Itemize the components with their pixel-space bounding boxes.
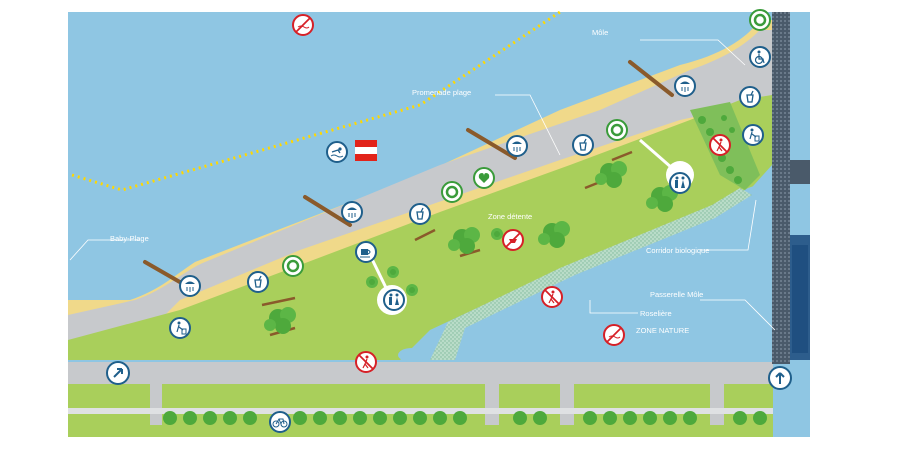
drinking-water-icon xyxy=(572,134,594,156)
lifebuoy-icon xyxy=(282,255,304,277)
groynes xyxy=(143,60,674,287)
shower-icon xyxy=(341,201,363,223)
road xyxy=(68,408,773,414)
shower-icon xyxy=(179,275,201,297)
mole-basin-inner xyxy=(792,245,808,353)
wc-icon xyxy=(383,289,405,311)
entrance-arrow-icon xyxy=(106,361,130,385)
entrance-arrow-icon xyxy=(768,366,792,390)
bicycle-icon xyxy=(269,411,291,433)
label-roseliere: Roselière xyxy=(640,309,672,318)
first-aid-icon xyxy=(473,167,495,189)
lifebuoy-icon xyxy=(441,181,463,203)
lifebuoy-icon xyxy=(606,119,628,141)
lifebuoy-icon xyxy=(749,9,771,31)
no-barbecue-icon xyxy=(502,229,524,251)
drinking-water-icon xyxy=(247,271,269,293)
accessible-wc-icon xyxy=(749,46,771,68)
no-entry-icon xyxy=(541,286,563,308)
mole-pier-walk xyxy=(790,160,810,184)
bottom-walkway xyxy=(68,362,773,384)
pavilion-path xyxy=(639,138,681,177)
leader-lines xyxy=(69,39,776,331)
promenade-band xyxy=(68,30,772,345)
wc-icon xyxy=(669,172,691,194)
waste-bin-icon xyxy=(169,317,191,339)
drinking-water-icon xyxy=(739,86,761,108)
shower-icon xyxy=(506,135,528,157)
no-swimming-icon xyxy=(292,14,314,36)
reed-pond xyxy=(398,348,426,362)
label-mole: Môle xyxy=(592,28,608,37)
mole-pier xyxy=(772,12,790,364)
label-promenade-plage: Promenade plage xyxy=(412,88,471,97)
reed-pond xyxy=(514,349,536,361)
label-corridor-biologique: Corridor biologique xyxy=(646,246,709,255)
label-zone-nature: ZONE NATURE xyxy=(636,326,689,335)
swimming-icon xyxy=(326,141,348,163)
cafe-icon xyxy=(355,241,377,263)
no-entry-icon xyxy=(709,134,731,156)
swimming-flag xyxy=(355,140,377,161)
label-zone-detente: Zone détente xyxy=(488,212,532,221)
no-swimming-icon xyxy=(603,324,625,346)
label-passerelle-mole: Passerelle Môle xyxy=(650,290,703,299)
lawn xyxy=(68,95,772,360)
lower-lawn xyxy=(68,425,773,437)
label-baby-plage: Baby-Plage xyxy=(110,234,149,243)
tree-row xyxy=(163,411,767,425)
no-entry-icon xyxy=(355,351,377,373)
shower-icon xyxy=(674,75,696,97)
waste-bin-icon xyxy=(742,124,764,146)
drinking-water-icon xyxy=(409,203,431,225)
reed-bed xyxy=(430,188,752,360)
